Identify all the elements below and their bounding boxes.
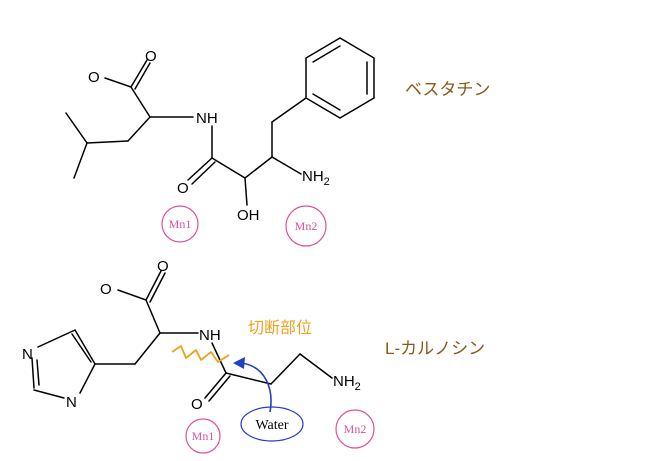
carnosine-atom-nh2: NH2 [333,373,361,393]
bestatin-mn2-label: Mn2 [295,219,318,233]
carnosine-structure [31,270,333,402]
bestatin-structure [65,37,375,206]
carnosine-mn2-label: Mn2 [344,422,367,436]
carnosine-atom-nh2-subscript: 2 [355,381,361,393]
bestatin-atom-labels: O O NH O OH NH2 [88,48,330,224]
carnosine-mn1-label: Mn1 [192,429,215,443]
carnosine-mn2-ion: Mn2 [335,409,375,449]
cleavage-site-label: 切断部位 [248,319,312,337]
bestatin-atom-nh2-subscript: 2 [324,176,330,188]
carnosine-ring-n-top: N [22,346,33,363]
carnosine-atom-o-left: O [100,281,112,298]
bestatin-mn1-ion: Mn1 [161,205,199,243]
bestatin-atom-o-top: O [145,48,157,65]
water-attack-arrow [240,362,272,413]
cleavage-site-marker [171,345,230,363]
carnosine-mn1-ion: Mn1 [185,418,221,454]
bestatin-atom-nh: NH [196,110,218,127]
bestatin-atom-oh: OH [237,207,260,224]
carnosine-atom-o-amide: O [191,396,203,413]
bestatin-atom-nh2: NH2 [302,168,330,188]
bestatin-atom-o-left: O [88,69,100,86]
bestatin-mn2-ion: Mn2 [285,205,327,247]
carnosine-atom-o-top: O [157,258,169,275]
bestatin-mn1-label: Mn1 [169,217,192,231]
water-molecule: Water [240,406,304,442]
bestatin-atom-o-amide: O [177,180,189,197]
carnosine-atom-labels: O O NH O NH2 N N [22,258,361,413]
carnosine-atom-nh: NH [199,327,221,344]
bestatin-name: ベスタチン [405,80,490,99]
water-attack-arrowhead [233,357,245,369]
carnosine-ring-n-bottom: N [66,394,77,411]
carnosine-name: L-カルノシン [385,339,485,358]
water-label: Water [255,418,288,433]
